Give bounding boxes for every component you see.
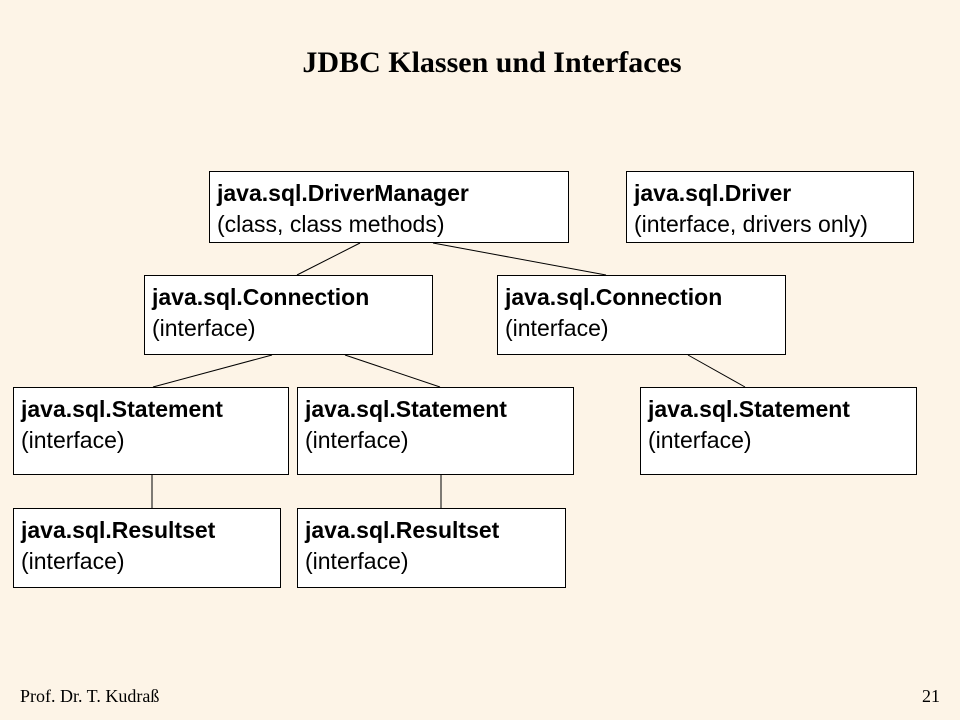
node-kind: (interface)	[305, 427, 409, 453]
node-name: java.sql.Statement	[648, 396, 850, 422]
node-name: java.sql.Driver	[634, 180, 792, 206]
node-kind: (interface)	[21, 548, 125, 574]
node-kind: (interface)	[648, 427, 752, 453]
node-name: java.sql.Statement	[305, 396, 507, 422]
slide-title: JDBC Klassen und Interfaces	[302, 46, 682, 79]
node-name: java.sql.Resultset	[305, 517, 500, 543]
node-statement-3: java.sql.Statement (interface)	[640, 387, 917, 475]
node-driver-manager: java.sql.DriverManager (class, class met…	[209, 171, 569, 243]
node-name: java.sql.Resultset	[21, 517, 216, 543]
node-kind: (interface)	[305, 548, 409, 574]
edge-drivermanager-connection-2	[432, 242, 607, 276]
node-statement-2: java.sql.Statement (interface)	[297, 387, 574, 475]
edge-connection-1-statement-1	[152, 354, 273, 388]
footer-author: Prof. Dr. T. Kudraß	[20, 686, 160, 706]
edge-drivermanager-connection-1	[296, 242, 361, 276]
node-resultset-2: java.sql.Resultset (interface)	[297, 508, 566, 588]
node-kind: (interface)	[21, 427, 125, 453]
node-name: java.sql.DriverManager	[217, 180, 469, 206]
edge-connection-2-statement-3	[687, 354, 746, 388]
node-kind: (interface)	[152, 315, 256, 341]
node-kind: (class, class methods)	[217, 211, 445, 237]
node-name: java.sql.Statement	[21, 396, 223, 422]
edge-connection-1-statement-2	[344, 354, 441, 388]
node-statement-1: java.sql.Statement (interface)	[13, 387, 289, 475]
node-name: java.sql.Connection	[505, 284, 723, 310]
node-resultset-1: java.sql.Resultset (interface)	[13, 508, 281, 588]
node-connection-2: java.sql.Connection (interface)	[497, 275, 786, 355]
node-kind: (interface, drivers only)	[634, 211, 868, 237]
footer-page-number: 21	[922, 686, 940, 706]
node-driver: java.sql.Driver (interface, drivers only…	[626, 171, 914, 243]
node-connection-1: java.sql.Connection (interface)	[144, 275, 433, 355]
node-kind: (interface)	[505, 315, 609, 341]
node-name: java.sql.Connection	[152, 284, 370, 310]
